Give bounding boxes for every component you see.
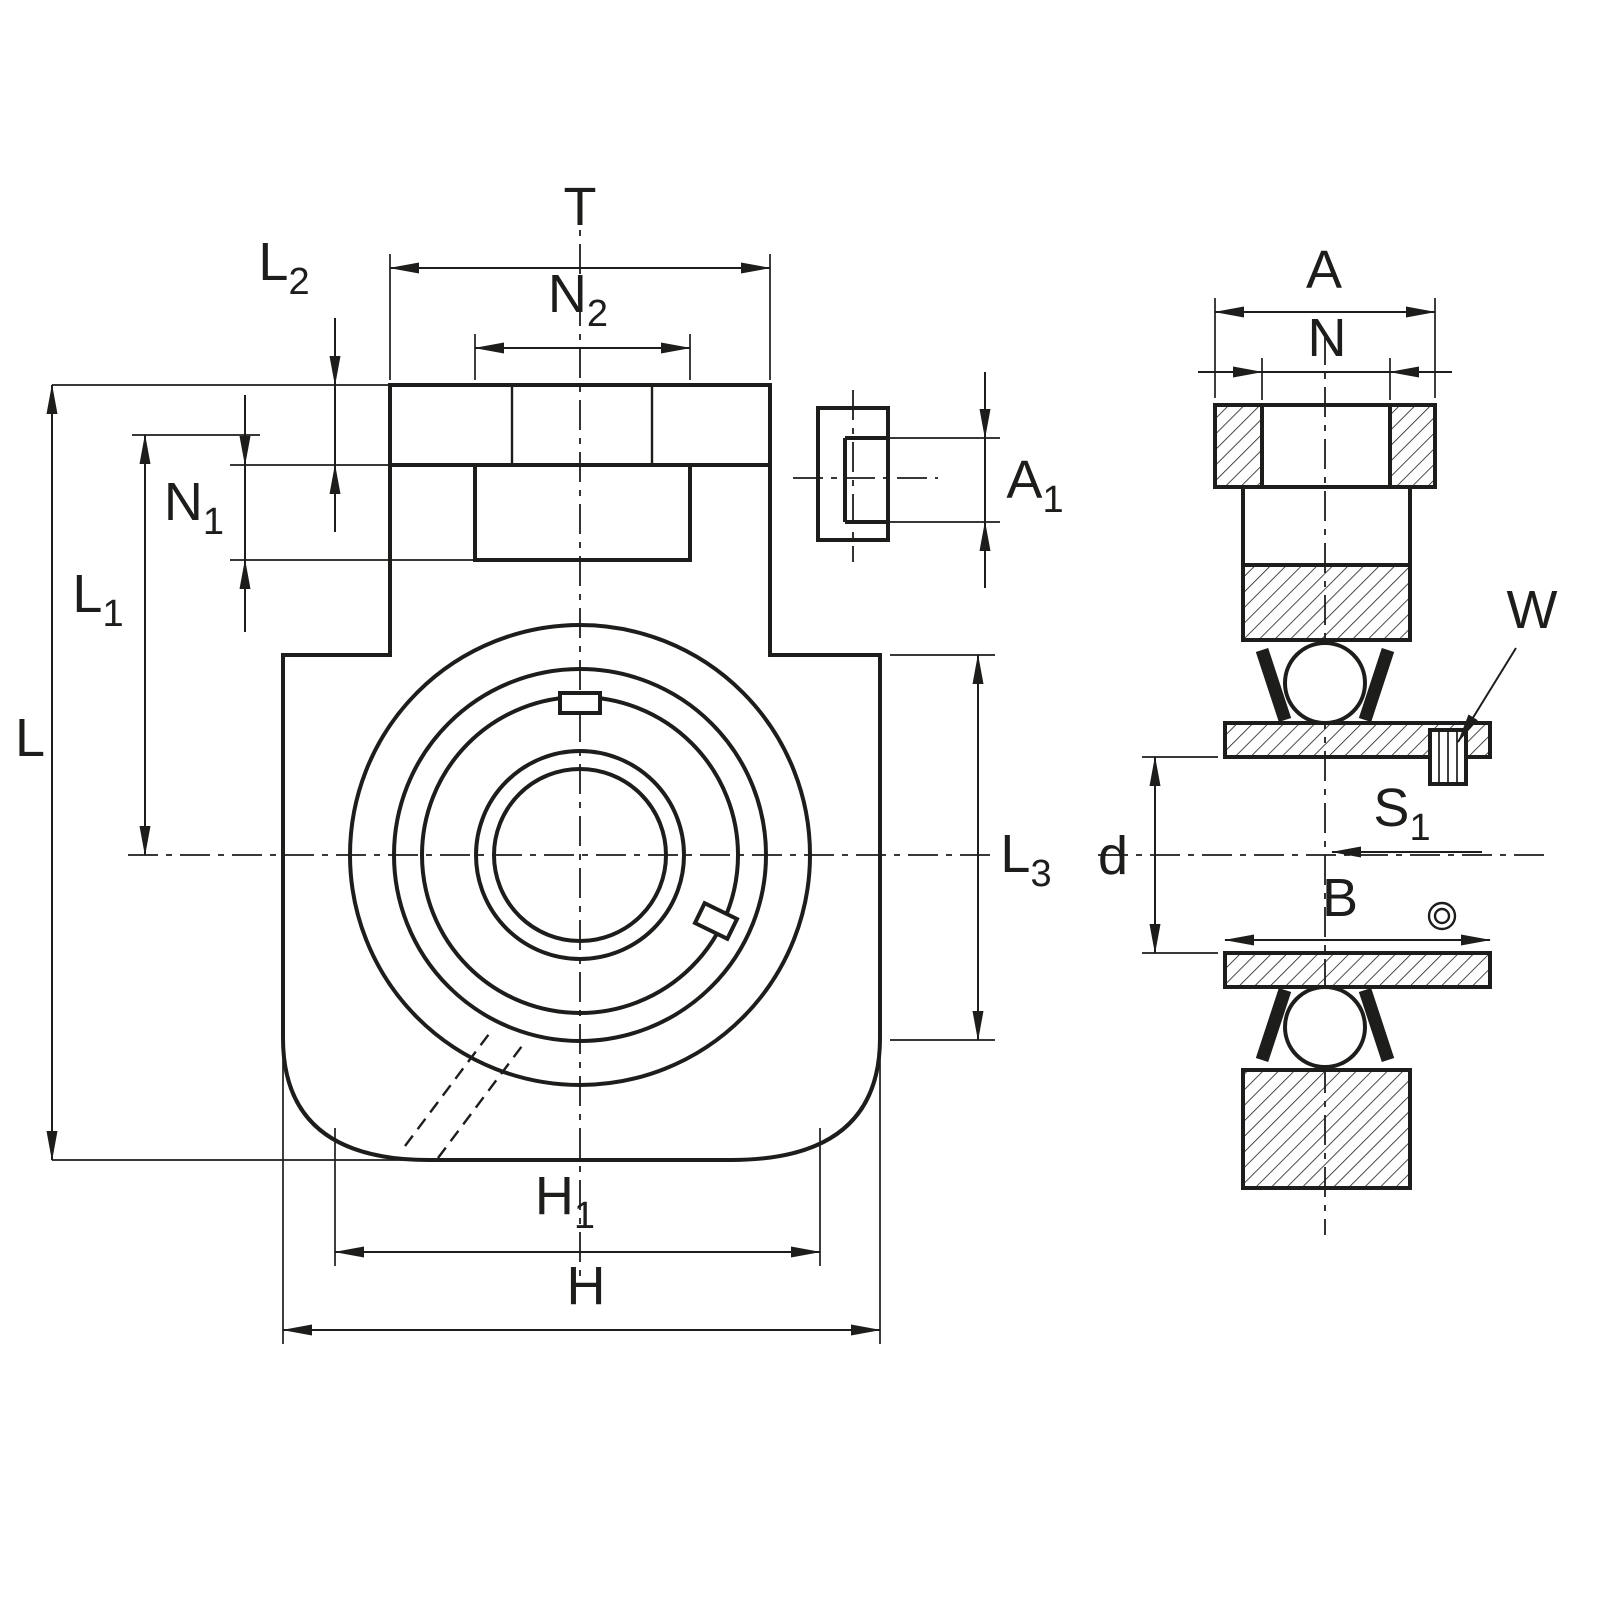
bearing-boss-circles — [348, 623, 812, 1087]
front-view: T N2 L2 N1 L1 L — [15, 177, 1064, 1344]
dim-label-L1: L1 — [72, 564, 123, 635]
dim-label-B: B — [1322, 868, 1358, 928]
bottom-bearing — [1255, 985, 1395, 1069]
boss-inner-circle — [392, 667, 768, 1043]
dim-label-L3: L3 — [1000, 824, 1051, 895]
top-bearing — [1255, 641, 1395, 725]
rail-section-left — [1213, 403, 1264, 489]
dim-label-N1: N1 — [164, 472, 224, 543]
dim-label-N: N — [1308, 308, 1347, 368]
boss-outer-circle — [348, 623, 812, 1087]
dimension-L1: L1 — [72, 434, 151, 856]
dimension-N2: N2 — [474, 264, 691, 354]
annotation-W: W — [1457, 580, 1558, 743]
dim-label-T: T — [564, 177, 597, 237]
dim-label-d: d — [1098, 826, 1128, 886]
dimension-S1: S1 — [1331, 778, 1482, 858]
dimension-L3: L3 — [972, 654, 1052, 1041]
dimension-L: L — [15, 384, 58, 1161]
grease-hole-outer — [1427, 901, 1457, 931]
rail-section-right — [1388, 403, 1437, 489]
dim-label-H1: H1 — [535, 1166, 595, 1237]
lubrication-nipple — [1428, 728, 1468, 786]
ball-bottom — [1283, 985, 1367, 1069]
bottom-bearing-seals — [1255, 987, 1395, 1063]
housing-outline — [281, 383, 882, 1162]
dimension-A1: A1 — [979, 372, 1064, 588]
dim-label-W: W — [1507, 580, 1558, 640]
set-screw-tab — [558, 691, 602, 715]
dimension-H: H — [282, 1256, 881, 1336]
dimension-T: T — [389, 177, 771, 274]
dimension-H1: H1 — [334, 1166, 821, 1258]
inner-ring-bottom — [1223, 951, 1492, 989]
ball-top — [1283, 641, 1367, 725]
dim-label-A: A — [1306, 240, 1342, 300]
dimension-L2: L2 — [258, 232, 341, 532]
dimension-d: d — [1098, 756, 1161, 954]
dim-label-A1: A1 — [1006, 450, 1063, 521]
top-hole-hidden-lines — [510, 385, 654, 465]
housing-section-bottom — [1241, 1068, 1412, 1190]
top-bearing-seals — [1255, 647, 1395, 723]
dimension-A: A — [1214, 240, 1436, 318]
housing-section-top — [1241, 563, 1412, 642]
dim-label-N2: N2 — [548, 264, 608, 335]
side-view: A N d B S1 W — [1098, 240, 1558, 1235]
front-centerlines — [128, 192, 998, 1278]
housing-neck — [1241, 487, 1412, 565]
rail-lug-outline — [816, 406, 890, 542]
bore-chamfer-circle — [474, 749, 686, 961]
grease-hole — [1427, 901, 1457, 931]
rail-block — [1213, 403, 1437, 489]
rail-lug-section — [816, 406, 890, 542]
dimension-N: N — [1198, 308, 1452, 378]
dim-label-L2: L2 — [258, 232, 309, 303]
dim-label-H: H — [567, 1256, 606, 1316]
dimension-B: B — [1224, 868, 1491, 946]
dim-label-L: L — [15, 708, 45, 768]
locking-tab — [692, 900, 740, 942]
grease-hole-inner — [1433, 907, 1451, 925]
side-extension-lines — [1142, 298, 1436, 954]
bore-circle — [492, 767, 668, 943]
front-extension-lines — [52, 254, 1000, 1344]
dim-label-S1: S1 — [1373, 778, 1430, 849]
hidden-guide-lines — [404, 1029, 526, 1159]
nipple-knurl-lines — [1438, 730, 1458, 784]
dimension-N1: N1 — [164, 395, 251, 632]
rail-block-outline — [1213, 403, 1437, 489]
